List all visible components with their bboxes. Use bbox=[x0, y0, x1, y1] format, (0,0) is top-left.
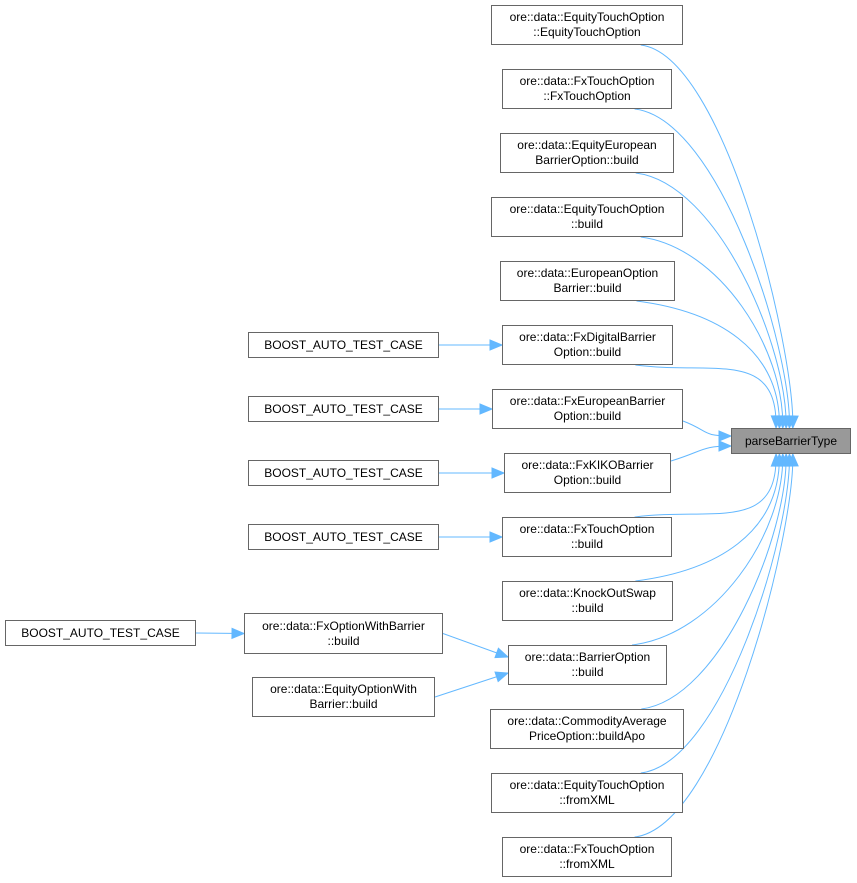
node-label: Barrier::build bbox=[553, 281, 622, 295]
edge-n9-to-target bbox=[634, 453, 777, 518]
node-fx-touch-option-build[interactable]: ore::data::FxTouchOption ::build bbox=[502, 517, 672, 557]
edge-n5-to-target bbox=[636, 300, 780, 429]
edge-n12-to-target bbox=[641, 453, 787, 710]
node-knock-out-swap-build[interactable]: ore::data::KnockOutSwap ::build bbox=[502, 581, 673, 621]
edge-n14-to-target bbox=[634, 453, 794, 838]
edge-arrowhead bbox=[718, 430, 733, 442]
node-boost-auto-test-case[interactable]: BOOST_AUTO_TEST_CASE bbox=[248, 460, 439, 486]
node-label: BOOST_AUTO_TEST_CASE bbox=[264, 401, 423, 416]
edge-n4-to-target bbox=[640, 236, 784, 429]
node-equity-european-barrier-option-build[interactable]: ore::data::EquityEuropean BarrierOption:… bbox=[500, 133, 674, 173]
node-label: ore::data::EquityOptionWith bbox=[270, 682, 417, 696]
node-label: ::build bbox=[570, 537, 604, 551]
node-fx-european-barrier-option-build[interactable]: ore::data::FxEuropeanBarrier Option::bui… bbox=[492, 389, 683, 429]
node-label: ore::data::KnockOutSwap bbox=[519, 586, 656, 600]
node-label: Option::build bbox=[553, 473, 622, 487]
node-label: BOOST_AUTO_TEST_CASE bbox=[264, 529, 423, 544]
node-boost-auto-test-case[interactable]: BOOST_AUTO_TEST_CASE bbox=[5, 620, 196, 646]
edge-arrowhead bbox=[494, 671, 510, 683]
node-commodity-average-price-option-build-apo[interactable]: ore::data::CommodityAverage PriceOption:… bbox=[490, 709, 684, 749]
node-label: ::build bbox=[570, 217, 604, 231]
node-fx-kiko-barrier-option-build[interactable]: ore::data::FxKIKOBarrier Option::build bbox=[504, 453, 671, 493]
node-label: Option::build bbox=[553, 345, 622, 359]
edge-arrowhead bbox=[718, 440, 733, 452]
node-label: ::EquityTouchOption bbox=[533, 25, 641, 39]
node-parse-barrier-type[interactable]: parseBarrierType bbox=[731, 428, 851, 454]
node-fx-digital-barrier-option-build[interactable]: ore::data::FxDigitalBarrier Option::buil… bbox=[502, 325, 673, 365]
node-label: BOOST_AUTO_TEST_CASE bbox=[21, 625, 180, 640]
node-equity-touch-option-from-xml[interactable]: ore::data::EquityTouchOption ::fromXML bbox=[491, 773, 683, 813]
node-label: ::fromXML bbox=[559, 857, 615, 871]
node-label: ore::data::FxTouchOption bbox=[519, 522, 655, 536]
node-label: parseBarrierType bbox=[744, 433, 838, 448]
node-equity-option-with-barrier-build[interactable]: ore::data::EquityOptionWith Barrier::bui… bbox=[252, 677, 435, 717]
node-label: ore::data::EuropeanOption bbox=[516, 266, 659, 280]
node-label: ore::data::FxTouchOption bbox=[519, 74, 655, 88]
node-label: ore::data::BarrierOption bbox=[524, 650, 651, 664]
node-barrier-option-build[interactable]: ore::data::BarrierOption ::build bbox=[508, 645, 667, 685]
node-label: ore::data::EquityEuropean bbox=[517, 138, 657, 152]
edge-arrowhead bbox=[770, 415, 783, 430]
node-fx-touch-option-from-xml[interactable]: ore::data::FxTouchOption ::fromXML bbox=[502, 837, 672, 877]
edge-n10-to-target bbox=[635, 453, 780, 582]
edge-m2-to-n11 bbox=[434, 672, 509, 698]
node-label: ::build bbox=[327, 633, 360, 648]
edge-n13-to-target bbox=[640, 453, 790, 774]
node-boost-auto-test-case[interactable]: BOOST_AUTO_TEST_CASE bbox=[248, 524, 439, 550]
node-label: ore::data::FxKIKOBarrier bbox=[521, 458, 654, 472]
node-label: ::build bbox=[571, 601, 604, 615]
node-fx-touch-option-ctor[interactable]: ore::data::FxTouchOption ::FxTouchOption bbox=[502, 69, 672, 109]
node-label: BOOST_AUTO_TEST_CASE bbox=[264, 337, 423, 352]
node-label: ore::data::FxTouchOption bbox=[519, 842, 655, 856]
node-label: ore::data::EquityTouchOption bbox=[509, 202, 665, 216]
edge-arrowhead bbox=[231, 627, 246, 640]
node-label: ore::data::FxOptionWithBarrier bbox=[262, 618, 425, 633]
node-equity-touch-option-build[interactable]: ore::data::EquityTouchOption ::build bbox=[491, 197, 683, 237]
node-label: Option::build bbox=[553, 409, 622, 423]
edge-arrowhead bbox=[491, 467, 506, 479]
node-equity-touch-option-ctor[interactable]: ore::data::EquityTouchOption ::EquityTou… bbox=[491, 5, 683, 45]
edge-n3-to-target bbox=[635, 172, 787, 429]
edge-arrowhead bbox=[494, 647, 510, 659]
edge-arrowhead bbox=[479, 403, 494, 415]
node-boost-auto-test-case[interactable]: BOOST_AUTO_TEST_CASE bbox=[248, 396, 439, 422]
edge-n11-to-target bbox=[631, 453, 784, 646]
node-label: ore::data::EquityTouchOption bbox=[509, 10, 665, 24]
edge-n6-to-target bbox=[635, 364, 777, 429]
node-label: ::fromXML bbox=[559, 793, 615, 807]
node-label: ::build bbox=[571, 665, 604, 679]
node-label: ore::data::EquityTouchOption bbox=[509, 778, 665, 792]
edge-arrowhead bbox=[489, 339, 504, 351]
node-fx-option-with-barrier-build[interactable]: ore::data::FxOptionWithBarrier ::build bbox=[244, 613, 443, 654]
node-label: BOOST_AUTO_TEST_CASE bbox=[264, 465, 423, 480]
edge-n2-to-target bbox=[634, 108, 790, 429]
node-label: ore::data::CommodityAverage bbox=[507, 714, 667, 728]
edge-arrowhead bbox=[489, 531, 504, 543]
node-label: Barrier::build bbox=[309, 697, 378, 711]
node-boost-auto-test-case[interactable]: BOOST_AUTO_TEST_CASE bbox=[248, 332, 439, 358]
edge-arrowhead bbox=[787, 452, 799, 467]
node-label: BarrierOption::build bbox=[535, 153, 639, 167]
node-label: ::FxTouchOption bbox=[543, 89, 631, 103]
node-european-option-barrier-build[interactable]: ore::data::EuropeanOption Barrier::build bbox=[500, 261, 675, 301]
node-label: ore::data::FxEuropeanBarrier bbox=[509, 394, 666, 408]
node-label: ore::data::FxDigitalBarrier bbox=[519, 330, 656, 344]
edge-n1-to-target bbox=[640, 44, 794, 429]
node-label: PriceOption::buildApo bbox=[528, 729, 646, 743]
